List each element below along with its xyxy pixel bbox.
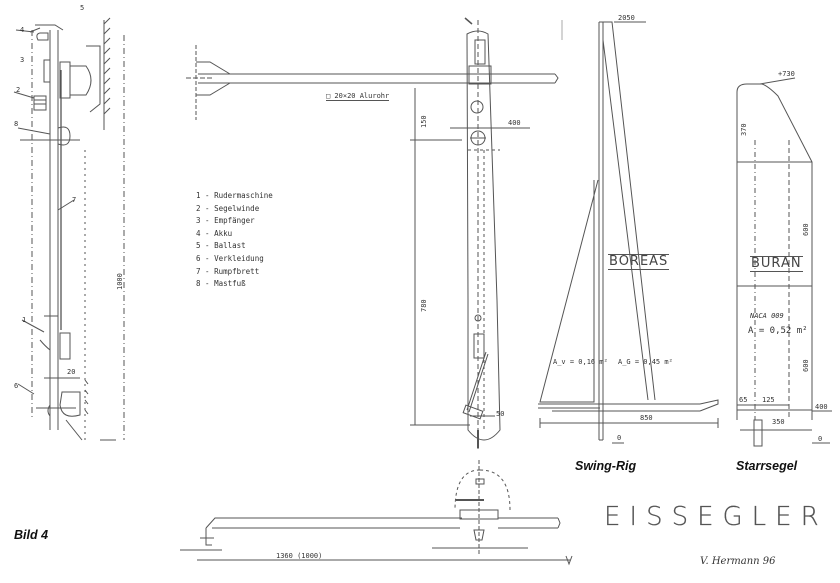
parts-legend: 1 - Rudermaschine 2 - Segelwinde 3 - Emp… xyxy=(196,190,273,291)
swing-dim-base: 0 xyxy=(617,434,622,442)
part-label-6: 6 xyxy=(14,382,19,390)
legend-item: 4 - Akku xyxy=(196,228,233,238)
side-dim-small: 20 xyxy=(67,368,76,376)
rigid-sail-caption: Starrsegel xyxy=(736,459,798,473)
rigid-dim-chord-part: 125 xyxy=(762,396,775,404)
rigid-dim-left: 65 xyxy=(739,396,748,404)
front-view-drawing xyxy=(180,460,573,566)
top-dim-width: 400 xyxy=(508,119,521,127)
part-label-1: 1 xyxy=(22,316,27,324)
part-label-8: 8 xyxy=(14,120,19,128)
rigid-dim-base: 0 xyxy=(818,435,823,443)
legend-item: 3 - Empfänger xyxy=(196,216,255,226)
rigid-dim-chord: 350 xyxy=(772,418,785,426)
front-dim-span: 1360 (1000) xyxy=(276,552,323,560)
rigid-dim-foot: 400 xyxy=(815,403,828,411)
part-label-5: 5 xyxy=(80,4,85,12)
legend-item: 2 - Segelwinde xyxy=(196,203,260,213)
top-view-drawing xyxy=(186,17,559,450)
swing-dim-boom: 850 xyxy=(640,414,653,422)
legend-item: 6 - Verkleidung xyxy=(196,253,264,263)
legend-item: 1 - Rudermaschine xyxy=(196,191,273,200)
side-dim-height: 1000 xyxy=(116,273,124,290)
rigid-sail-name: BURAN xyxy=(750,256,803,272)
rigid-dim-mid: 600 xyxy=(802,223,810,236)
rigid-sail-drawing xyxy=(736,77,832,447)
swing-area-main: A_G = 0,45 m² xyxy=(618,358,673,366)
swing-rig-drawing xyxy=(538,21,719,444)
rigid-dim-upper: 370 xyxy=(740,123,748,136)
top-dim-offset: 150 xyxy=(420,115,428,128)
crossbeam-label: □ 20×20 Alurohr xyxy=(326,92,390,101)
part-label-7: 7 xyxy=(72,196,77,204)
figure-caption: Bild 4 xyxy=(14,528,49,542)
part-label-3: 3 xyxy=(20,56,25,64)
rigid-dim-top: +730 xyxy=(778,70,795,78)
part-label-4: 4 xyxy=(20,26,25,34)
swing-rig-caption: Swing-Rig xyxy=(575,459,637,473)
swing-dim-top: 2050 xyxy=(618,14,635,22)
side-section-drawing xyxy=(13,17,125,441)
top-dim-length: 780 xyxy=(420,299,428,312)
author-signature: V. Hermann 96 xyxy=(700,556,776,567)
swing-area-jib: A_v = 0,16 m² xyxy=(553,358,608,366)
drawing-title: EISSEGLER xyxy=(604,502,828,532)
rigid-area: A = 0,52 m² xyxy=(748,326,808,336)
legend-item: 5 - Ballast xyxy=(196,241,246,251)
legend-item: 8 - Mastfuß xyxy=(196,279,246,289)
part-label-2: 2 xyxy=(16,86,21,94)
top-dim-tail: 50 xyxy=(496,410,505,418)
legend-item: 7 - Rumpfbrett xyxy=(196,266,260,276)
swing-sail-name: BOREAS xyxy=(608,254,670,270)
rigid-profile: NACA 009 xyxy=(750,312,784,320)
rigid-dim-lower: 600 xyxy=(802,359,810,372)
